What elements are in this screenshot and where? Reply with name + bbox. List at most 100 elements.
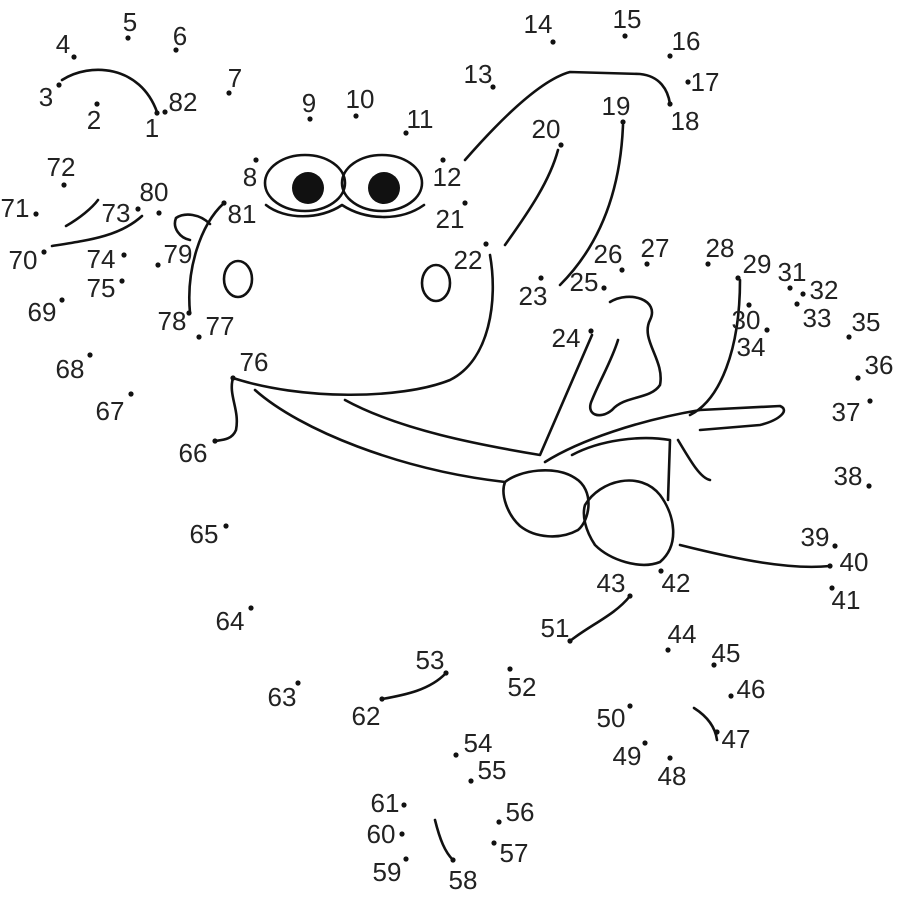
dot-71 — [33, 211, 39, 217]
dot-5 — [125, 35, 131, 41]
dot-label: 33 — [803, 303, 832, 333]
dot-label: 55 — [478, 755, 507, 785]
dot-label: 7 — [228, 63, 242, 93]
dot-label: 3 — [39, 82, 53, 112]
dot-17 — [685, 79, 691, 85]
dot-label: 64 — [216, 606, 245, 636]
dot-label: 78 — [158, 306, 187, 336]
dot-54 — [453, 752, 459, 758]
dot-label: 70 — [9, 245, 38, 275]
leg-squiggle — [568, 594, 632, 643]
dot-label: 51 — [541, 613, 570, 643]
left-pupil — [292, 172, 324, 204]
dot-label: 27 — [641, 233, 670, 263]
dot-label: 58 — [449, 865, 478, 895]
dot-label: 16 — [672, 26, 701, 56]
dot-label: 66 — [179, 438, 208, 468]
dot-82 — [162, 109, 168, 115]
dot-label: 43 — [597, 568, 626, 598]
dot-7 — [226, 90, 232, 96]
hat-inner — [503, 148, 560, 247]
dot-label: 18 — [671, 106, 700, 136]
dot-label: 42 — [662, 568, 691, 598]
eyelid — [264, 203, 426, 219]
dot-27 — [644, 261, 650, 267]
dot-12 — [440, 157, 446, 163]
dot-20 — [558, 142, 564, 148]
dot-label: 26 — [594, 239, 623, 269]
dot-label: 15 — [613, 4, 642, 34]
dot-label: 77 — [206, 311, 235, 341]
ear-stroke — [50, 214, 144, 248]
dot-42 — [658, 568, 664, 574]
line-art — [50, 68, 832, 862]
dot-1 — [154, 110, 160, 116]
dot-66 — [212, 438, 218, 444]
dot-72 — [61, 182, 67, 188]
left-cheek — [222, 259, 254, 299]
dot-label: 73 — [102, 198, 131, 228]
left-eye — [263, 153, 347, 213]
hair-arc — [60, 68, 159, 114]
dot-46 — [728, 693, 734, 699]
flower-left — [502, 469, 590, 538]
foot-stroke — [692, 706, 719, 742]
dot-38 — [866, 483, 872, 489]
dot-label: 20 — [532, 114, 561, 144]
dot-43 — [627, 593, 633, 599]
dot-55 — [468, 778, 474, 784]
dot-label: 54 — [464, 728, 493, 758]
dot-33 — [794, 301, 800, 307]
dot-23 — [538, 275, 544, 281]
dot-label: 68 — [56, 354, 85, 384]
dot-70 — [41, 249, 47, 255]
mouth-squiggle — [213, 376, 239, 443]
dot-label: 60 — [367, 819, 396, 849]
dot-label: 9 — [302, 88, 316, 118]
dot-76 — [230, 375, 236, 381]
dot-14 — [550, 39, 556, 45]
dot-label: 11 — [407, 104, 434, 134]
dot-77 — [196, 334, 202, 340]
head-outline — [173, 201, 226, 315]
dot-label: 50 — [597, 703, 626, 733]
dot-label: 1 — [145, 113, 159, 143]
dot-74 — [121, 252, 127, 258]
dot-label: 36 — [865, 350, 894, 380]
dot-label: 49 — [613, 741, 642, 771]
dot-36 — [855, 375, 861, 381]
dot-18 — [667, 101, 673, 107]
dot-3 — [56, 82, 62, 88]
dot-label: 45 — [712, 638, 741, 668]
dot-11 — [403, 130, 409, 136]
dot-2 — [94, 101, 100, 107]
dot-label: 2 — [87, 105, 101, 135]
dot-63 — [295, 680, 301, 686]
dot-label: 59 — [373, 857, 402, 887]
dot-41 — [829, 585, 835, 591]
dot-81 — [221, 200, 227, 206]
right-cheek — [420, 263, 452, 303]
dot-label: 52 — [508, 672, 537, 702]
dot-73 — [135, 206, 141, 212]
dot-57 — [491, 840, 497, 846]
dot-label: 72 — [47, 152, 76, 182]
dot-32 — [800, 291, 806, 297]
dot-24 — [588, 328, 594, 334]
dot-10 — [353, 113, 359, 119]
flower-right — [582, 479, 675, 567]
dot-80 — [156, 210, 162, 216]
dot-label: 39 — [801, 522, 830, 552]
dot-label: 46 — [737, 674, 766, 704]
dot-label: 19 — [602, 91, 631, 121]
body-line — [343, 333, 594, 457]
dot-62 — [379, 696, 385, 702]
dot-22 — [483, 241, 489, 247]
dot-label: 31 — [778, 257, 807, 287]
dot-label: 82 — [169, 87, 198, 117]
dot-label: 24 — [552, 323, 581, 353]
dot-25 — [601, 285, 607, 291]
dot-label: 8 — [243, 162, 257, 192]
